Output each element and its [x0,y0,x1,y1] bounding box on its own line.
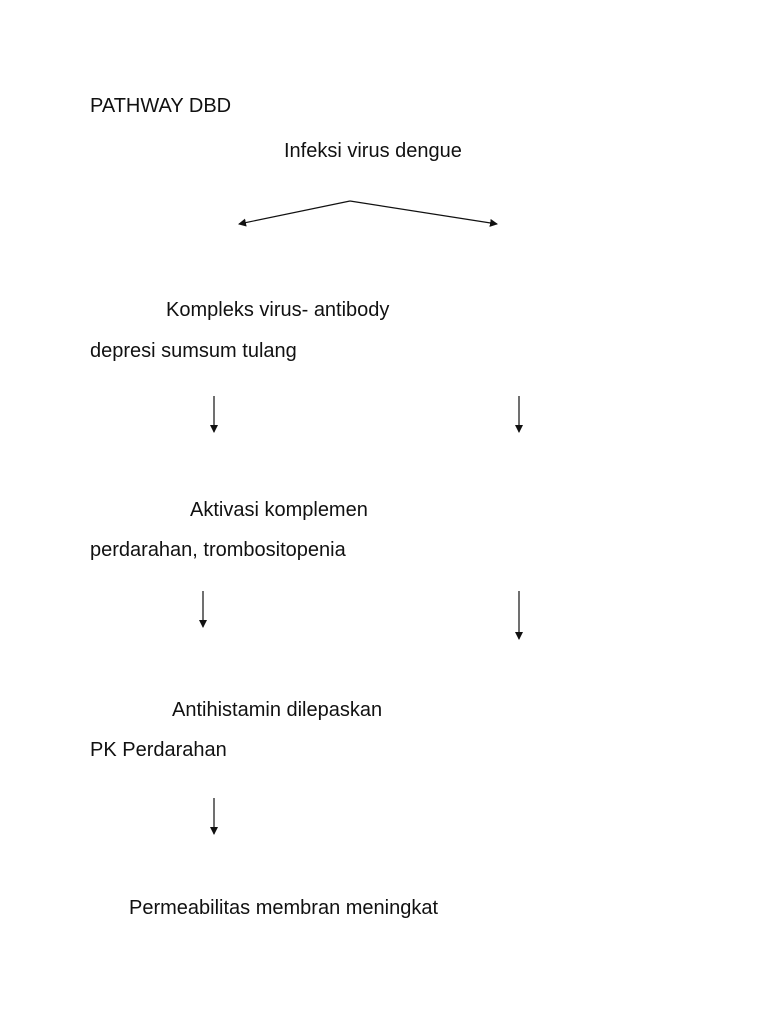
down-arrow-icons [199,396,523,835]
node-infeksi-virus-dengue: Infeksi virus dengue [284,140,462,162]
node-perdarahan-trombositopenia: perdarahan, trombositopenia [90,539,346,561]
node-depresi-sumsum-tulang: depresi sumsum tulang [90,340,297,362]
node-antihistamin-dilepaskan: Antihistamin dilepaskan [172,699,383,721]
node-pk-perdarahan: PK Perdarahan [90,739,227,761]
node-kompleks-virus-antibody: Kompleks virus- antibody [166,299,390,321]
page-title: PATHWAY DBD [90,95,232,117]
split-arrow-icon [238,200,498,227]
node-permeabilitas-membran-meningkat: Permeabilitas membran meningkat [129,897,439,919]
node-aktivasi-komplemen: Aktivasi komplemen [190,499,368,521]
